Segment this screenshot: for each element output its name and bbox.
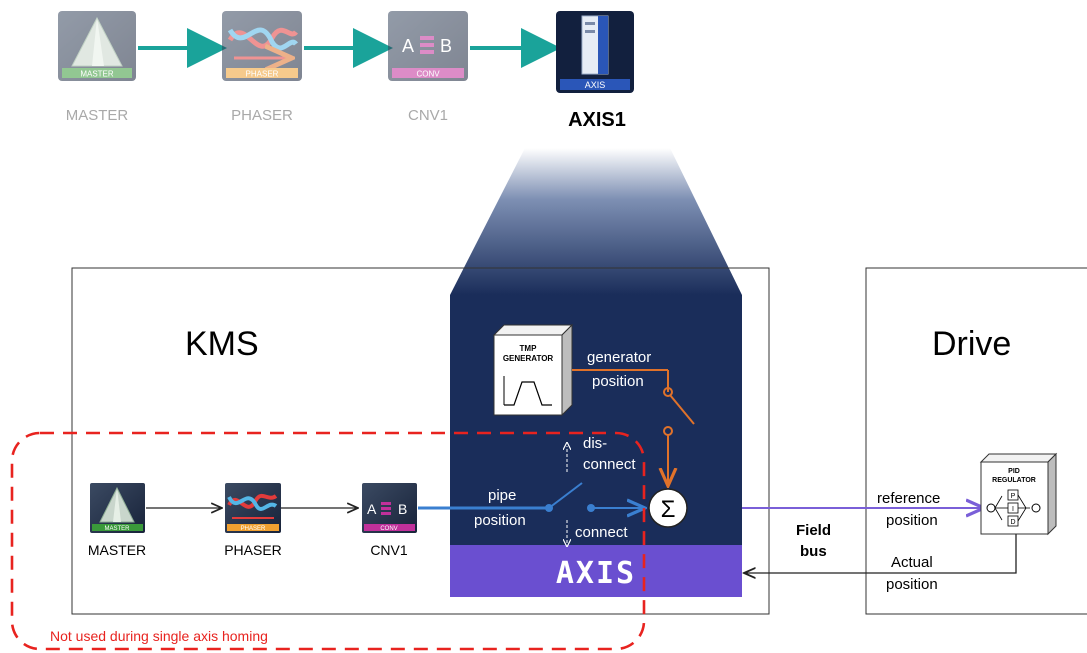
fieldbus-line1: Field [796,522,831,539]
kms-conv-badge: CONV [380,526,397,532]
top-conv-glyph-a: A [402,36,414,56]
actual-position-link [744,534,1017,573]
generator-switch[interactable] [669,394,695,425]
kms-phaser-icon[interactable]: PHASER [225,483,281,533]
kms-title: KMS [185,325,259,363]
reference-position-line2: position [886,512,938,529]
top-conv-glyph-b: B [440,36,452,56]
disconnect-line2: connect [583,456,636,473]
single-axis-homing-region [10,431,646,651]
axis-bar-label: AXIS [556,556,636,591]
pipe-switch[interactable] [548,482,583,509]
trapezoid-profile-icon [504,381,552,406]
tmp-generator-line2: GENERATOR [503,354,554,363]
connect-label: connect [575,524,628,541]
tmp-generator-line1: TMP [520,344,538,353]
sum-symbol: Σ [661,496,676,523]
top-phaser-icon[interactable]: PHASER [222,11,302,81]
pipe-position-line2: position [474,512,526,529]
pid-line1: PID [1008,468,1020,475]
kms-frame [71,267,770,615]
kms-master-icon[interactable]: MASTER [90,483,145,533]
zoom-funnel [450,148,742,295]
top-axis-caption: AXIS1 [568,109,626,131]
pid-line2: REGULATOR [992,477,1036,484]
pid-i: I [1012,506,1014,513]
generator-position-line2: position [592,373,644,390]
pid-p: P [1011,493,1016,500]
pipe-position-line1: pipe [488,487,516,504]
top-master-badge: MASTER [80,70,114,79]
actual-position-line1: Actual [891,554,933,571]
top-phaser-badge: PHASER [246,70,279,79]
top-master-icon[interactable]: MASTER [58,11,136,81]
actual-position-line2: position [886,576,938,593]
kms-master-caption: MASTER [88,542,146,558]
kms-master-badge: MASTER [104,526,130,532]
drive-frame [865,267,1087,615]
fieldbus-links: Field bus reference position Actual posi… [742,490,1017,593]
drive-title: Drive [932,325,1011,363]
top-pipeline: MASTER MASTER PHASER PHASER A B CONV CNV… [58,11,634,131]
sum-node: Σ [648,488,688,528]
kms-phaser-badge: PHASER [241,526,266,532]
kms-pipeline: MASTER MASTER PHASER PHASER A B CONV CNV… [88,483,417,558]
axis-bar [450,545,742,597]
homing-note: Not used during single axis homing [50,628,268,644]
top-master-caption: MASTER [66,107,129,124]
kms-conv-glyph-a: A [367,501,377,517]
pid-regulator-block[interactable]: PID REGULATOR P I D [979,452,1058,536]
reference-position-line1: reference [877,490,940,507]
generator-position-line1: generator [587,349,651,366]
fieldbus-line2: bus [800,543,827,560]
top-phaser-caption: PHASER [231,107,293,124]
kms-phaser-caption: PHASER [224,542,282,558]
kms-conv-glyph-b: B [398,501,407,517]
disconnect-line1: dis- [583,435,607,452]
kms-conv-caption: CNV1 [370,542,408,558]
tmp-generator-block[interactable]: TMP GENERATOR [492,323,574,417]
top-conv-caption: CNV1 [408,107,448,124]
pid-d: D [1010,519,1015,526]
top-axis-badge: AXIS [585,80,606,90]
kms-conv-icon[interactable]: A B CONV [362,483,417,533]
axis-block: AXIS TMP GENERATOR generator position pi… [418,295,742,597]
top-conv-icon[interactable]: A B CONV [388,11,468,81]
top-axis-icon[interactable]: AXIS [556,11,634,93]
top-conv-badge: CONV [416,70,440,79]
